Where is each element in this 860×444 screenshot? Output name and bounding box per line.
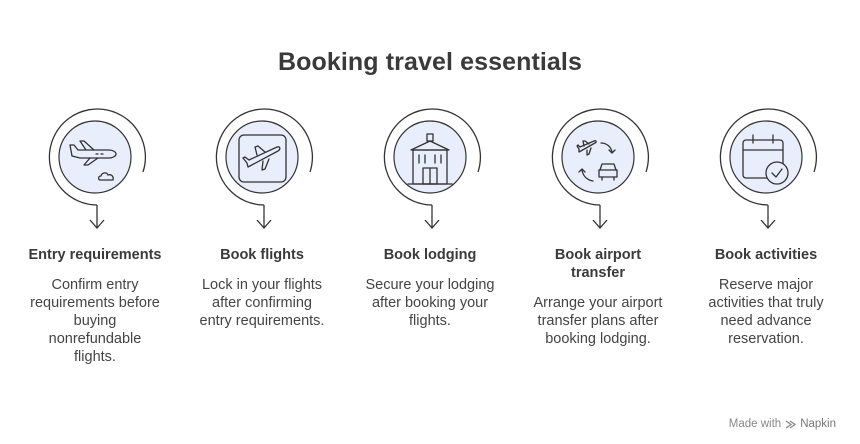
step-heading: Book activities: [714, 247, 818, 263]
step-ring: [215, 108, 314, 229]
napkin-brand: Napkin: [800, 418, 836, 430]
made-with-label: Made with: [728, 418, 782, 430]
made-with-napkin-badge[interactable]: Made with Napkin: [729, 418, 836, 430]
step-description: Confirm entry requirements before buying…: [30, 277, 160, 365]
napkin-logo-icon: [785, 419, 797, 429]
step-description: Arrange your airport transfer plans afte…: [533, 295, 663, 347]
step-heading: Book flights: [220, 247, 304, 263]
page-title: Booking travel essentials: [277, 48, 582, 76]
step-description: Secure your lodging after booking your f…: [365, 277, 495, 329]
step-ring: [48, 108, 147, 229]
step-ring: [551, 108, 650, 229]
plane-car-transfer-icon: [576, 140, 618, 182]
step-heading: Entry requirements: [28, 247, 162, 263]
step-description: Lock in your flights after confirming en…: [199, 277, 325, 329]
flight-icon: [238, 134, 287, 183]
plane-cloud-icon: [69, 140, 117, 181]
calendar-check-icon: [742, 134, 789, 185]
step-heading: Book lodging: [383, 247, 477, 263]
step-ring: [383, 108, 482, 229]
step-description: Reserve major activities that truly need…: [708, 277, 824, 347]
step-ring: [719, 108, 818, 229]
hotel-icon: [407, 133, 453, 185]
step-heading: Book airport transfer: [554, 247, 642, 281]
